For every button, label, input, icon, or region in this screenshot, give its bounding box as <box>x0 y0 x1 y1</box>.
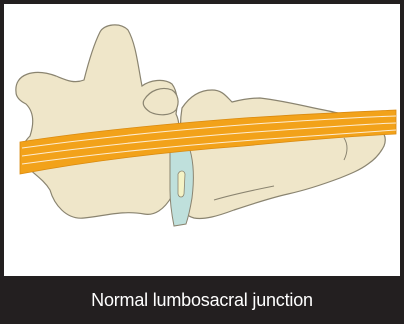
caption-bar: Normal lumbosacral junction <box>0 276 404 324</box>
disc-nucleus <box>178 171 185 197</box>
sacrum <box>181 90 386 219</box>
lumbosacral-diagram <box>4 4 400 276</box>
lumbar-vertebra <box>16 25 180 218</box>
figure-caption: Normal lumbosacral junction <box>91 290 313 311</box>
lumbosacral-illustration <box>0 0 404 276</box>
